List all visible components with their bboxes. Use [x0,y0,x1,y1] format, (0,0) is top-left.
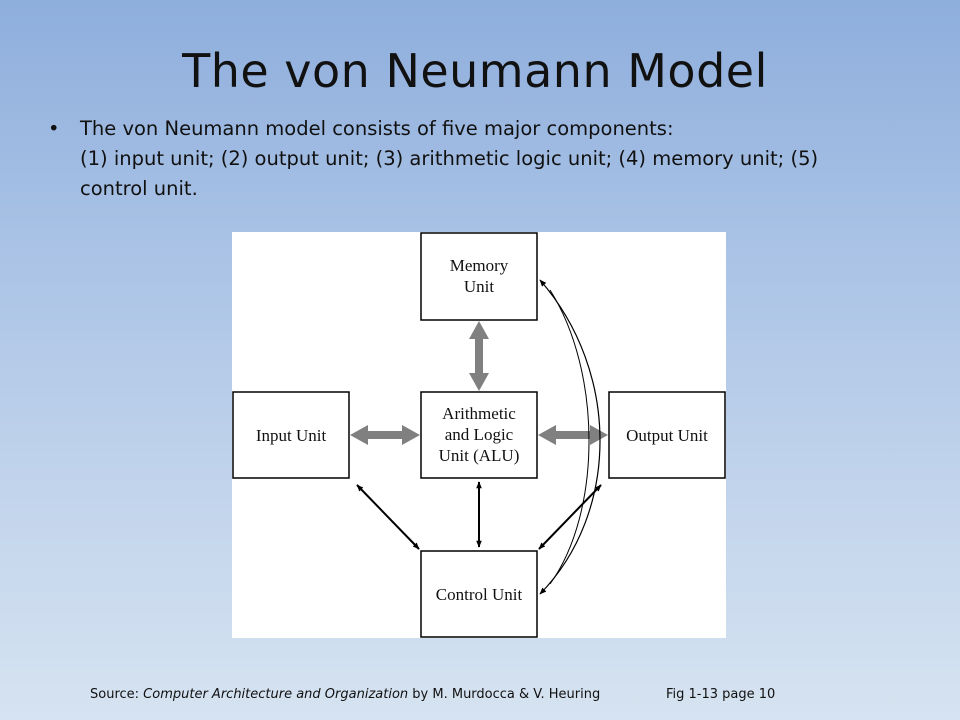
figure-reference: Fig 1-13 page 10 [666,687,776,702]
source-citation: Source: Computer Architecture and Organi… [90,687,600,702]
alu-box [420,391,538,479]
bullet-line-1: The von Neumann model consists of five m… [80,117,674,140]
memory-unit-box [420,232,538,321]
bullet-point: • The von Neumann model consists of five… [48,114,928,204]
bullet-line-3: control unit. [80,177,198,200]
input-control-arrow [356,484,420,550]
memory-control-curved-arrow [539,279,601,595]
control-unit-label: Control Unit [436,585,523,604]
bullet-dot: • [48,117,60,140]
output-unit-box [608,391,726,479]
alu-output-data-arrow [538,425,608,445]
control-unit-box [420,550,538,638]
alu-label-2: and Logic [445,425,514,444]
input-unit-box [232,391,350,479]
alu-label-3: Unit (ALU) [439,446,520,465]
von-neumann-diagram: Memory Unit Input Unit Arithmetic and Lo… [232,232,726,638]
memory-alu-data-arrow [469,321,489,391]
memory-unit-label-1: Memory [450,256,509,275]
memory-control-curved-arrow-inner [549,289,590,585]
book-title: Computer Architecture and Organization [143,687,409,702]
diagram-canvas: Memory Unit Input Unit Arithmetic and Lo… [232,232,726,638]
source-prefix: Source: [90,687,144,702]
bullet-line-2: (1) input unit; (2) output unit; (3) ari… [80,147,819,170]
memory-unit-label-2: Unit [464,277,495,296]
input-unit-label: Input Unit [256,426,327,445]
bullet-text: The von Neumann model consists of five m… [80,114,928,204]
alu-label-1: Arithmetic [442,404,516,423]
output-unit-label: Output Unit [626,426,708,445]
output-control-arrow [538,484,602,550]
book-authors: by M. Murdocca & V. Heuring [408,687,601,702]
slide-title: The von Neumann Model [182,44,768,98]
input-alu-data-arrow [350,425,420,445]
